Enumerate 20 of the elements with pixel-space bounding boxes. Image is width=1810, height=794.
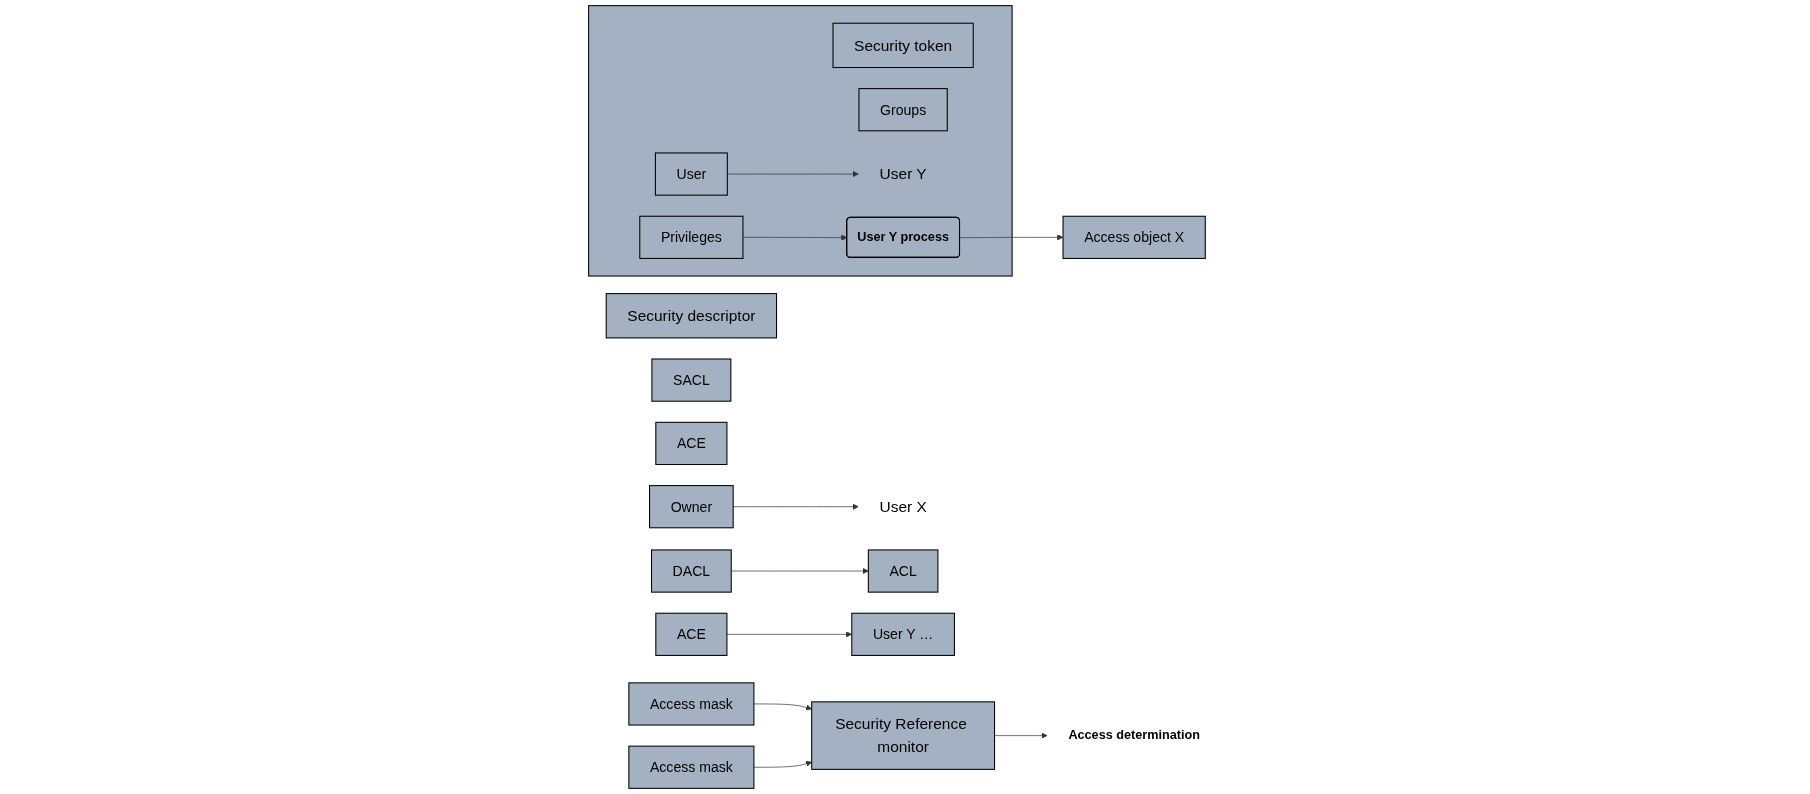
node-box: ACE [655, 612, 728, 656]
node-box: SACL [651, 358, 732, 402]
node-box: Access object X [1062, 215, 1206, 259]
node-box: User Y … [851, 612, 956, 656]
node-box: Privileges [639, 215, 744, 259]
node-text: User Y [879, 165, 927, 183]
node-box: Owner [649, 485, 734, 529]
node-box: Security Reference monitor [811, 701, 996, 770]
node-box: Access mask [628, 745, 755, 789]
node-text: User X [879, 497, 927, 516]
node-box: ACE [655, 421, 728, 466]
node-box: Security descriptor [605, 293, 778, 339]
node-box: Groups [858, 88, 948, 132]
cluster [588, 5, 1013, 277]
node-box: Access mask [628, 682, 755, 726]
node-box: ACL [867, 549, 939, 593]
node-box: DACL [651, 549, 732, 593]
node-text: Access determination [1068, 728, 1201, 743]
node-box: Security token [832, 22, 974, 69]
node-box: User [655, 152, 728, 196]
